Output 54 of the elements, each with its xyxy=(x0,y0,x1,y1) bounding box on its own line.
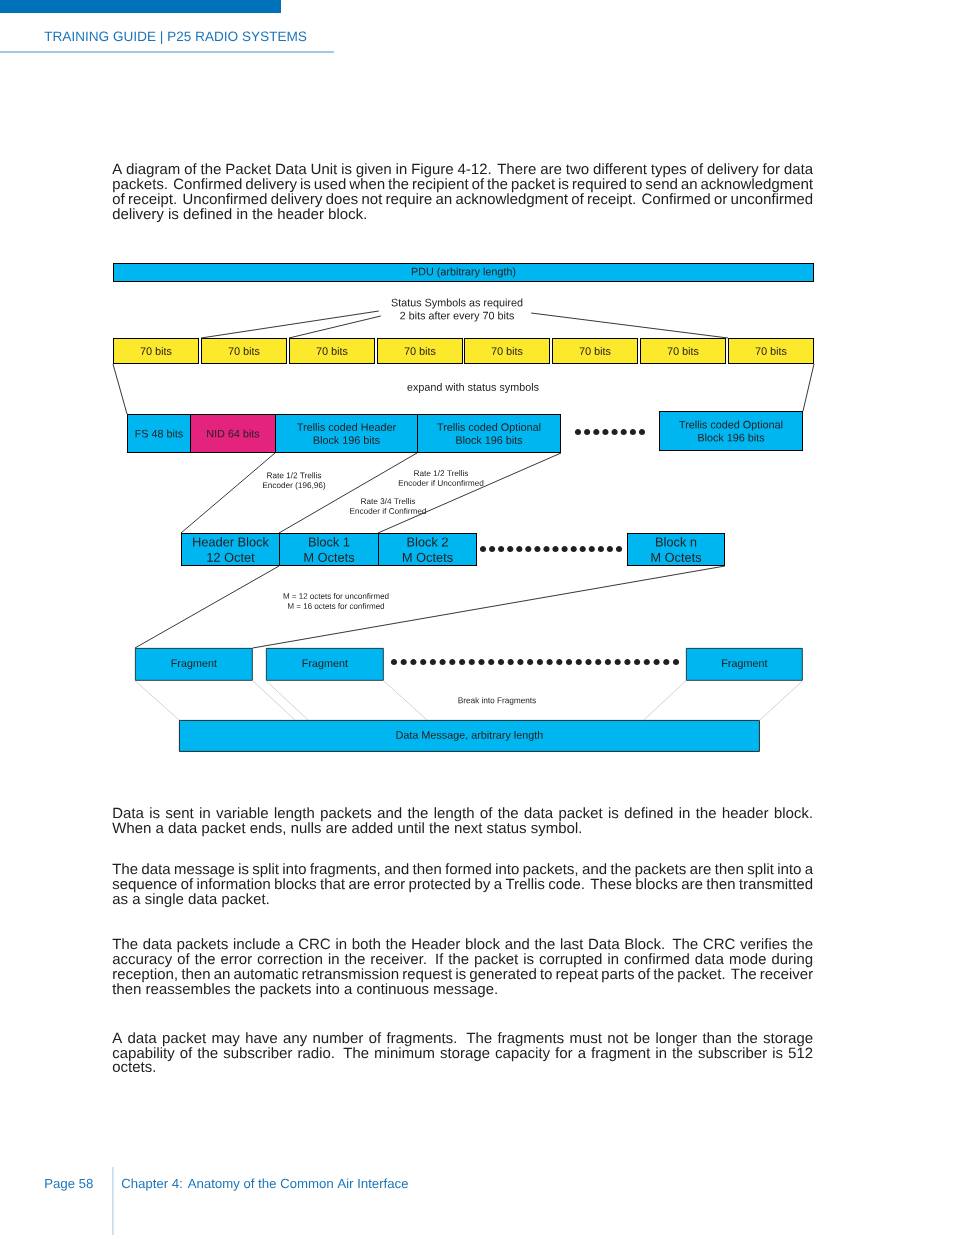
pdu-bar: PDU (arbitrary length) xyxy=(113,263,814,282)
bit-block: 70 bits xyxy=(728,338,814,364)
field-box: NID 64 bits xyxy=(190,414,276,453)
projection-line xyxy=(383,680,428,721)
projection-line xyxy=(252,680,296,721)
block-box: Block 1 M Octets xyxy=(279,533,379,566)
projection-line xyxy=(134,565,280,649)
page-number: Page 58 xyxy=(45,1178,93,1191)
annotation-text: M = 12 octets for unconfirmed xyxy=(283,593,389,599)
leader-line xyxy=(530,312,729,339)
projection-line xyxy=(134,680,180,721)
projection-line xyxy=(278,452,418,534)
projection-line xyxy=(643,680,687,721)
field-box: Trellis coded Optional Block 196 bits xyxy=(417,414,561,453)
field-box: Trellis coded Optional Block 196 bits xyxy=(659,411,803,451)
projection-line xyxy=(112,363,128,415)
annotation-text: Rate 1/2 Trellis Encoder (196,96) xyxy=(263,472,326,490)
field-box: Trellis coded Header Block 196 bits xyxy=(275,414,418,453)
bit-block: 70 bits xyxy=(377,338,463,364)
body-paragraph: The data message is split into fragments, and then formed into packets, and the packets are then split into a sequence of information blocks that are error protected by a Trellis code. These blocks are then transmitted as a single data packet. xyxy=(112,863,814,908)
message-bar: Data Message, arbitrary length xyxy=(179,720,760,752)
bit-block: 70 bits xyxy=(552,338,638,364)
body-paragraph: A data packet may have any number of fragments. The fragments must not be longer than the storage capability of the subscriber radio. The minimum storage capacity for a fragment in the subscriber is 512 octets. xyxy=(112,1032,813,1072)
projection-line xyxy=(265,680,309,721)
projection-line xyxy=(180,452,276,534)
leader-line xyxy=(288,315,382,339)
projection-line xyxy=(759,680,803,721)
bit-block: 70 bits xyxy=(640,338,726,364)
fragment-box: Fragment xyxy=(266,648,384,681)
field-box: FS 48 bits xyxy=(127,414,191,453)
projection-line xyxy=(377,452,562,534)
body-paragraph: Data is sent in variable length packets and the length of the data packet is defined in the header block. When a data packet ends, nulls are added until the next status symbol. xyxy=(112,807,812,837)
body-paragraph: A diagram of the Packet Data Unit is given in Figure 4-12. There are two different types of delivery for data packets. Confirmed delivery is used when the recipient of the packet is required to send an acknowledgment of receipt. Unconfirmed delivery does not require an acknowledgment of receipt. Confirmed or unconfirmed delivery is defined in the header block. xyxy=(112,163,814,223)
bit-block: 70 bits xyxy=(113,338,199,364)
annotation-text: Rate 1/2 Trellis Encoder if Unconfirmed xyxy=(398,470,484,486)
annotation-text: expand with status symbols xyxy=(407,382,539,394)
block-box: Header Block 12 Octet xyxy=(181,533,280,566)
bit-block: 70 bits xyxy=(289,338,375,364)
block-box: Block n M Octets xyxy=(627,533,725,566)
annotation-text: M = 16 octets for confirmed xyxy=(288,603,385,609)
bit-block: 70 bits xyxy=(201,338,287,364)
projection-line xyxy=(252,565,726,649)
fragment-box: Fragment xyxy=(686,648,803,681)
annotation-text: Break into Fragments xyxy=(458,697,536,705)
body-paragraph: The data packets include a CRC in both the Header block and the last Data Block. The CRC verifies the accuracy of the error correction in the receiver. If the packet is corrupted in confirmed data mode during reception, then an automatic retransmission request is generated to repeat parts of the packet. The receiver then reassembles the packets into a continuous message. xyxy=(112,938,813,998)
projection-line xyxy=(802,363,815,412)
fragment-box: Fragment xyxy=(135,648,253,681)
block-box: Block 2 M Octets xyxy=(378,533,477,566)
header-text: TRAINING GUIDE | P25 RADIO SYSTEMS xyxy=(44,31,307,44)
chapter-title: Chapter 4: Anatomy of the Common Air Interface xyxy=(121,1178,408,1191)
annotation-text: Status Symbols as required 2 bits after every 70 bits xyxy=(391,298,523,322)
annotation-text: Rate 3/4 Trellis Encoder if Confirmed xyxy=(350,498,426,514)
bit-block: 70 bits xyxy=(464,338,550,364)
leader-line xyxy=(200,310,380,339)
